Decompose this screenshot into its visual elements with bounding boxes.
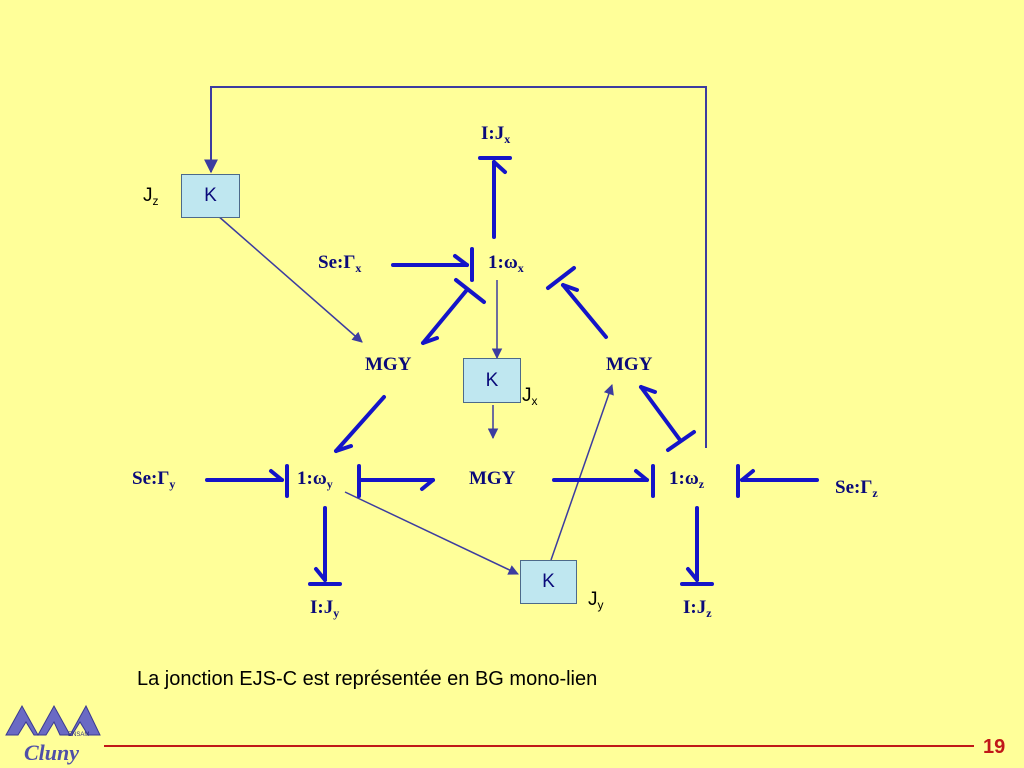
bond-wx-to-mgy-left bbox=[421, 278, 486, 345]
page-number: 19 bbox=[983, 736, 1006, 758]
bond-mgy-center-to-wz bbox=[552, 464, 655, 498]
bond-wy-to-mgy-center bbox=[357, 464, 435, 498]
node-se-gamma-x: Se:Γx bbox=[318, 252, 362, 275]
logo-text: Cluny bbox=[24, 740, 80, 765]
k-box-x: K bbox=[463, 358, 521, 403]
signal-kz-to-mgy-left bbox=[216, 214, 363, 343]
bond-mgy-right-to-wx bbox=[546, 266, 608, 339]
j-label-y: Jy bbox=[588, 589, 604, 612]
k-box-y: K bbox=[520, 560, 577, 604]
slide-caption: La jonction EJS-C est représentée en BG … bbox=[137, 668, 598, 690]
node-mgy-center: MGY bbox=[469, 468, 516, 489]
node-ij-z: I:Jz bbox=[683, 597, 712, 620]
node-mgy-right: MGY bbox=[606, 354, 653, 375]
logo-subtext: ENSAM bbox=[68, 732, 90, 738]
bond-segy-to-wy bbox=[205, 464, 289, 498]
j-label-x: Jx bbox=[522, 385, 538, 408]
bond-mgy-left-to-wy bbox=[334, 395, 386, 453]
bond-segz-to-wz bbox=[736, 464, 819, 498]
ensam-logo bbox=[5, 704, 101, 737]
k-box-z: K bbox=[181, 174, 240, 218]
node-ij-y: I:Jy bbox=[310, 597, 340, 620]
feedback-signal-loop bbox=[204, 86, 707, 448]
bond-wx-to-ijx bbox=[478, 156, 512, 239]
node-1-omega-z: 1:ωz bbox=[669, 468, 705, 491]
node-mgy-left: MGY bbox=[365, 354, 412, 375]
footer-divider bbox=[104, 745, 974, 747]
node-1-omega-x: 1:ωx bbox=[488, 252, 524, 275]
bond-wz-to-mgy-right bbox=[639, 385, 696, 452]
bond-segx-to-wx bbox=[391, 247, 474, 282]
bond-wy-to-ijy bbox=[308, 506, 342, 586]
node-1-omega-y: 1:ωy bbox=[297, 468, 333, 491]
node-se-gamma-y: Se:Γy bbox=[132, 468, 176, 491]
bond-wz-to-ijz bbox=[680, 506, 714, 586]
signal-ky-to-mgy-right bbox=[550, 384, 614, 561]
node-ij-x: I:Jx bbox=[481, 123, 511, 146]
node-se-gamma-z: Se:Γz bbox=[835, 477, 878, 500]
j-label-z: Jz bbox=[143, 185, 159, 208]
signal-wy-to-ky bbox=[344, 491, 519, 575]
